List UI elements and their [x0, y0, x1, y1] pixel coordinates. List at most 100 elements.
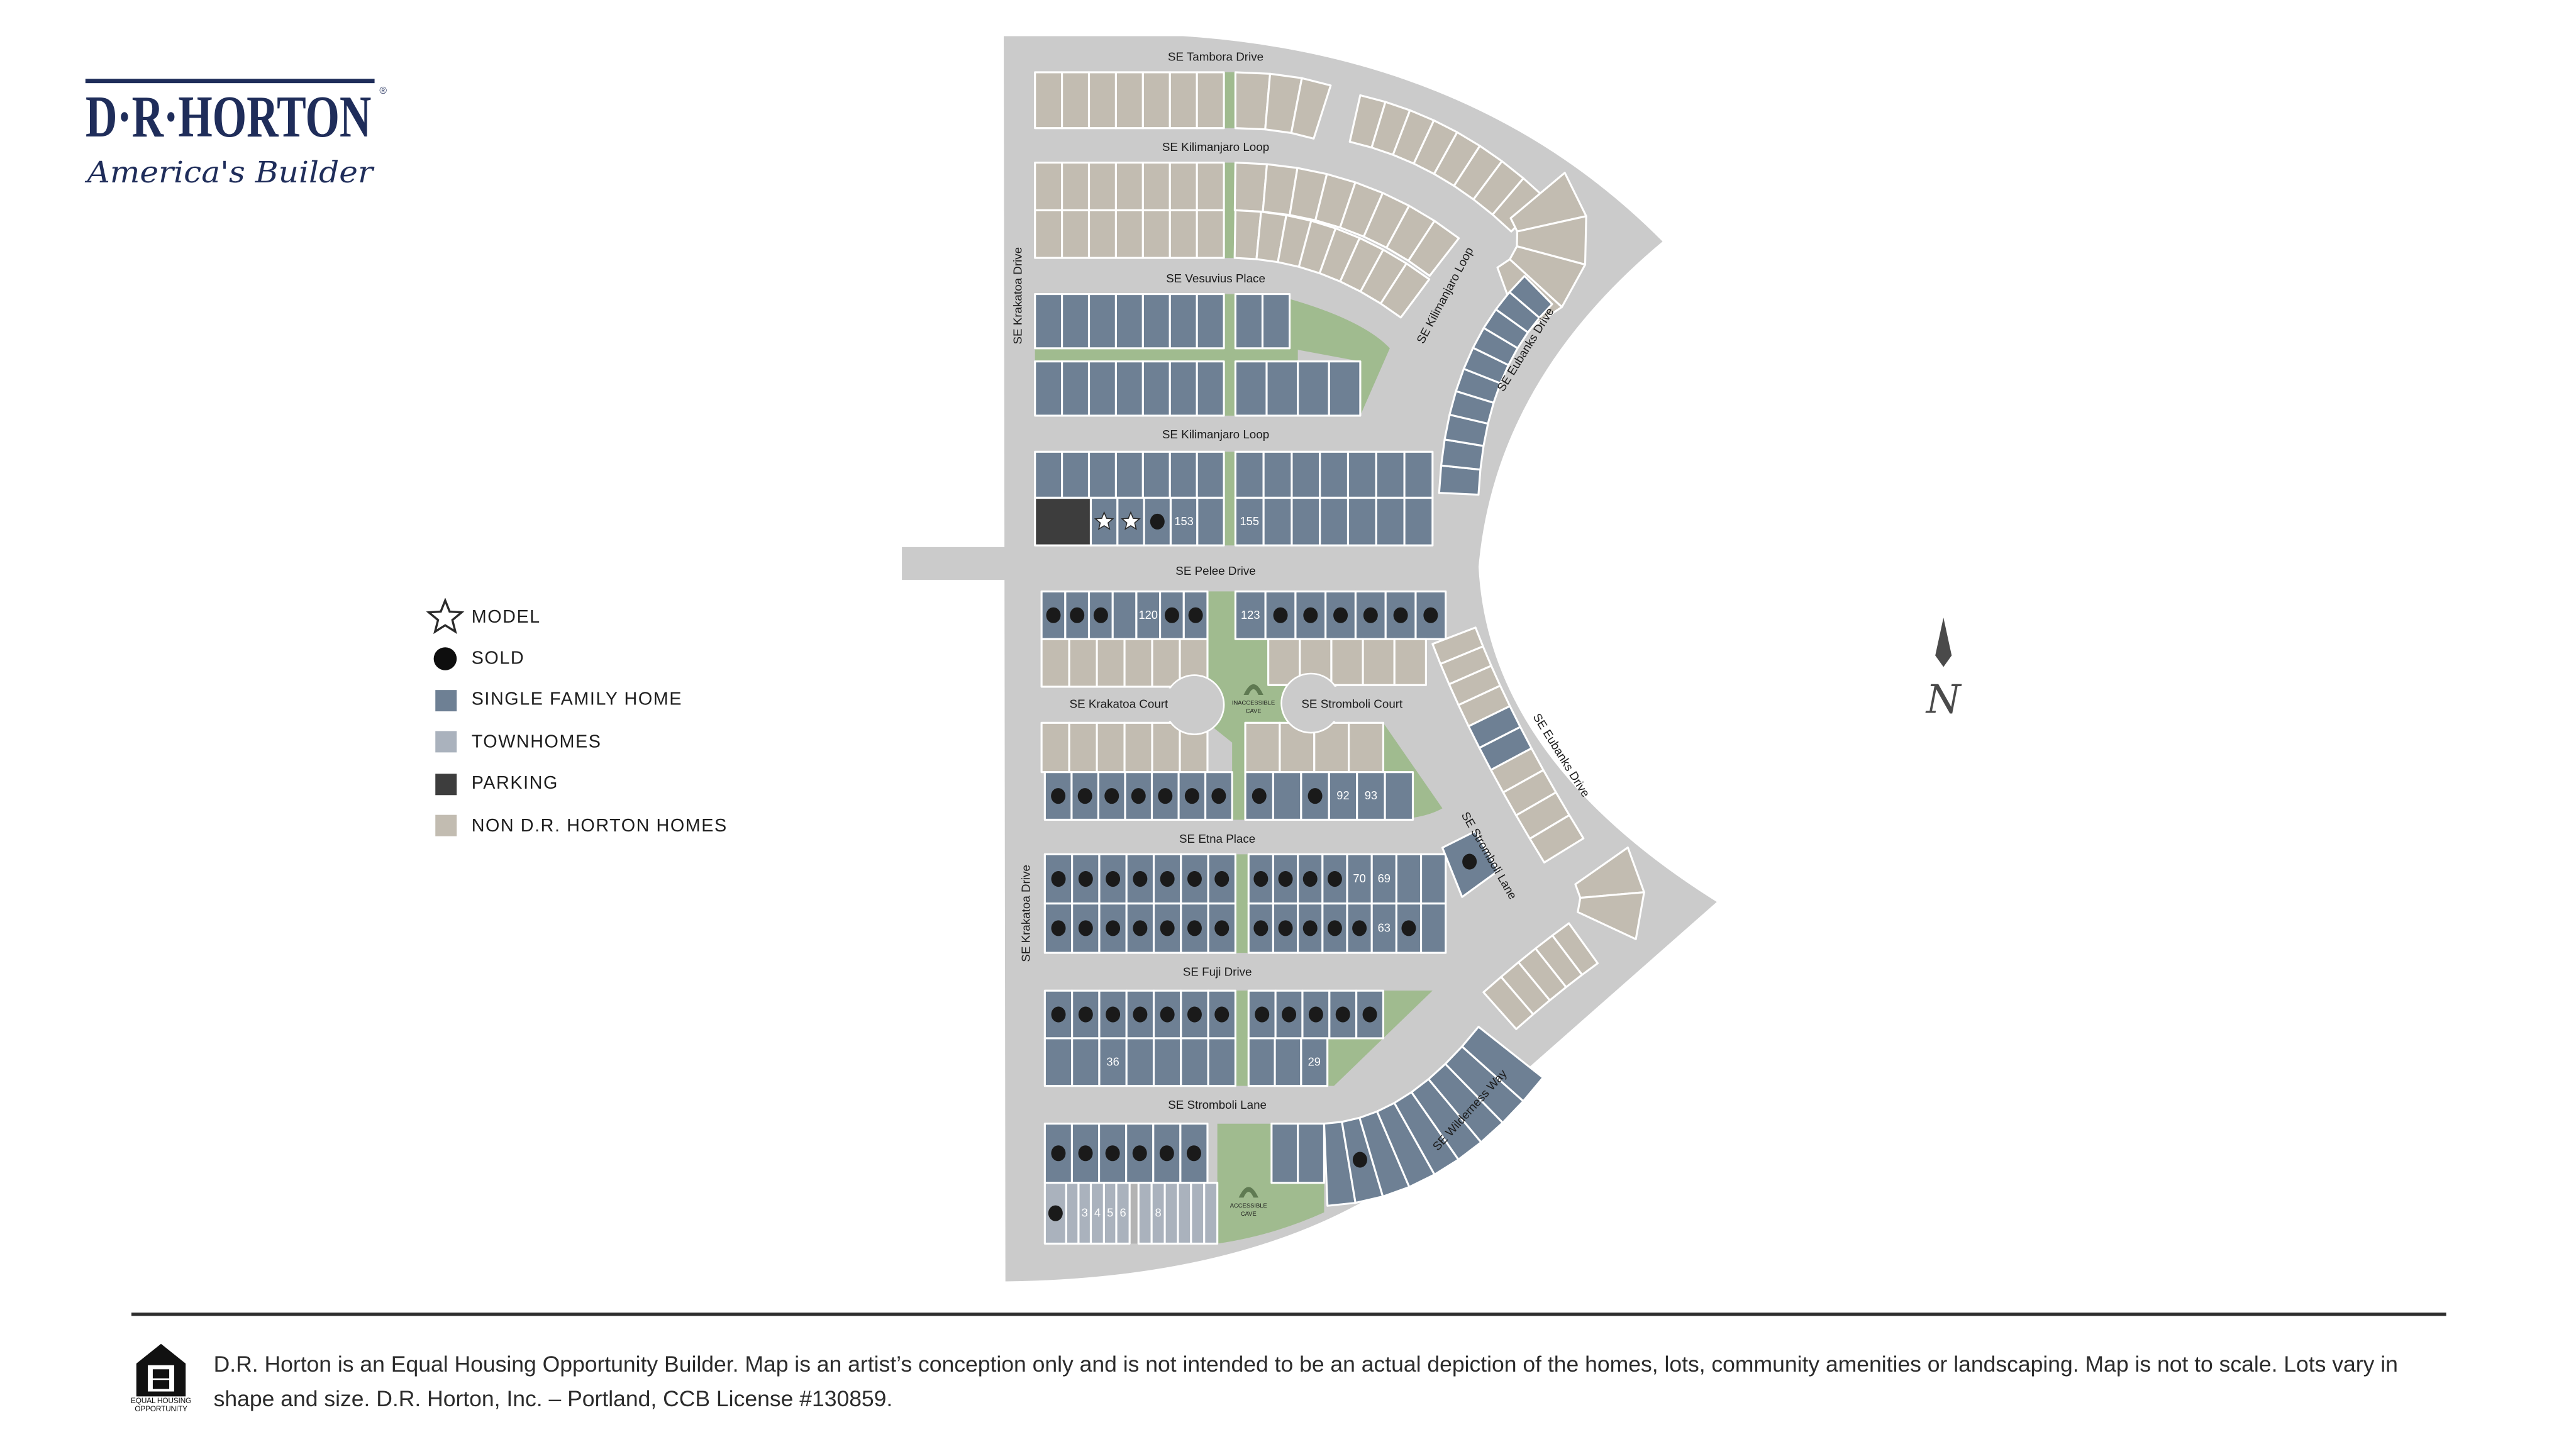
lot-non-drh[interactable]	[1362, 638, 1396, 686]
lot-non-drh[interactable]	[1290, 77, 1332, 140]
lot-single-family[interactable]	[1403, 450, 1434, 499]
lot-single-family[interactable]	[1328, 360, 1362, 417]
lot-single-family[interactable]	[1265, 360, 1299, 417]
lot-single-family[interactable]	[1375, 496, 1406, 547]
lot-non-drh[interactable]	[1040, 721, 1070, 774]
lot-single-family[interactable]	[1270, 1123, 1299, 1184]
lot-non-drh[interactable]	[1061, 162, 1091, 211]
lot-non-drh[interactable]	[1491, 177, 1546, 233]
lot-single-family[interactable]	[1291, 450, 1321, 499]
lot-single-family[interactable]	[1034, 450, 1063, 499]
lot-single-family[interactable]	[1169, 360, 1198, 417]
lot-non-drh[interactable]	[1482, 975, 1535, 1030]
lot-single-family[interactable]	[1262, 496, 1293, 547]
lot-non-drh[interactable]	[1123, 721, 1153, 774]
lot-non-drh[interactable]	[1151, 638, 1181, 688]
lot-single-family[interactable]	[1346, 450, 1377, 499]
lot-non-drh[interactable]	[1068, 638, 1098, 688]
lot-non-drh[interactable]	[1407, 219, 1460, 277]
lot-single-family[interactable]	[1034, 360, 1063, 417]
lot-single-family[interactable]	[1141, 450, 1171, 499]
lot-non-drh[interactable]	[1234, 71, 1272, 131]
lot-single-family[interactable]	[1207, 1037, 1236, 1087]
lot-non-drh[interactable]	[1040, 638, 1070, 688]
lot-single-family[interactable]	[1071, 1037, 1101, 1087]
lot-single-family[interactable]	[1061, 293, 1091, 350]
lot-non-drh[interactable]	[1577, 891, 1645, 940]
lot-non-drh[interactable]	[1096, 638, 1126, 688]
lot-single-family[interactable]	[1375, 450, 1406, 499]
lot-non-drh[interactable]	[1233, 162, 1269, 213]
lot-non-drh[interactable]	[1379, 262, 1431, 319]
lot-single-family[interactable]	[1262, 450, 1293, 499]
lot-non-drh[interactable]	[1096, 721, 1126, 774]
lot-single-family[interactable]	[1141, 360, 1171, 417]
lot-non-drh[interactable]	[1123, 638, 1153, 688]
lot-non-drh[interactable]	[1528, 814, 1585, 863]
lot-non-drh[interactable]	[1393, 638, 1427, 686]
lot-single-family[interactable]	[1152, 1037, 1182, 1087]
lot-single-family[interactable]	[1274, 1037, 1302, 1087]
lot-non-drh[interactable]	[1169, 71, 1198, 130]
lot-non-drh[interactable]	[1141, 162, 1171, 211]
lot-townhome[interactable]	[1115, 1182, 1131, 1245]
lot-single-family[interactable]	[1111, 590, 1138, 640]
lot-non-drh[interactable]	[1087, 162, 1118, 211]
lot-non-drh[interactable]	[1151, 721, 1181, 774]
lot-non-drh[interactable]	[1244, 721, 1281, 774]
lot-non-drh[interactable]	[1034, 162, 1063, 211]
lot-single-family[interactable]	[1196, 496, 1225, 547]
lot-non-drh[interactable]	[1034, 209, 1063, 259]
lot-townhome[interactable]	[1065, 1182, 1080, 1245]
lot-single-family[interactable]	[1419, 902, 1447, 954]
lot-non-drh[interactable]	[1196, 209, 1225, 259]
lot-single-family[interactable]	[1297, 1123, 1326, 1184]
lot-single-family[interactable]	[1061, 360, 1091, 417]
lot-non-drh[interactable]	[1114, 209, 1144, 259]
lot-single-family[interactable]	[1196, 293, 1225, 350]
lot-single-family[interactable]	[1087, 450, 1118, 499]
parking-lot[interactable]	[1034, 496, 1092, 547]
lot-single-family[interactable]	[1508, 275, 1553, 319]
lot-single-family[interactable]	[1234, 450, 1265, 499]
lot-townhome[interactable]	[1203, 1182, 1219, 1245]
lot-non-drh[interactable]	[1114, 162, 1144, 211]
lot-single-family[interactable]	[1300, 1037, 1329, 1087]
lot-single-family[interactable]	[1297, 360, 1330, 417]
lot-single-family[interactable]	[1043, 1037, 1074, 1087]
lot-single-family[interactable]	[1061, 450, 1091, 499]
lot-townhome[interactable]	[1190, 1182, 1206, 1245]
lot-single-family[interactable]	[1395, 853, 1423, 905]
lot-non-drh[interactable]	[1196, 71, 1225, 130]
lot-single-family[interactable]	[1272, 771, 1302, 821]
lot-single-family[interactable]	[1087, 293, 1118, 350]
lot-non-drh[interactable]	[1087, 209, 1118, 259]
lot-single-family[interactable]	[1114, 293, 1144, 350]
lot-non-drh[interactable]	[1061, 71, 1091, 130]
lot-single-family[interactable]	[1169, 293, 1198, 350]
lot-single-family[interactable]	[1384, 771, 1414, 821]
lot-non-drh[interactable]	[1114, 71, 1144, 130]
lot-single-family[interactable]	[1319, 496, 1350, 547]
lot-single-family[interactable]	[1125, 1037, 1155, 1087]
lot-single-family[interactable]	[1196, 360, 1225, 417]
lot-single-family[interactable]	[1114, 360, 1144, 417]
lot-non-drh[interactable]	[1061, 209, 1091, 259]
lot-single-family[interactable]	[1419, 853, 1447, 905]
lot-single-family[interactable]	[1114, 450, 1144, 499]
lot-single-family[interactable]	[1169, 450, 1198, 499]
lot-single-family[interactable]	[1087, 360, 1118, 417]
lot-single-family[interactable]	[1461, 1026, 1545, 1102]
lot-non-drh[interactable]	[1330, 638, 1364, 686]
lot-townhome[interactable]	[1137, 1182, 1153, 1245]
lot-non-drh[interactable]	[1169, 209, 1198, 259]
lot-single-family[interactable]	[1261, 293, 1291, 350]
lot-single-family[interactable]	[1034, 293, 1063, 350]
lot-single-family[interactable]	[1196, 450, 1225, 499]
lot-single-family[interactable]	[1291, 496, 1321, 547]
lot-non-drh[interactable]	[1196, 162, 1225, 211]
lot-non-drh[interactable]	[1068, 721, 1098, 774]
lot-single-family[interactable]	[1234, 360, 1268, 417]
lot-single-family[interactable]	[1247, 1037, 1276, 1087]
lot-single-family[interactable]	[1346, 496, 1377, 547]
